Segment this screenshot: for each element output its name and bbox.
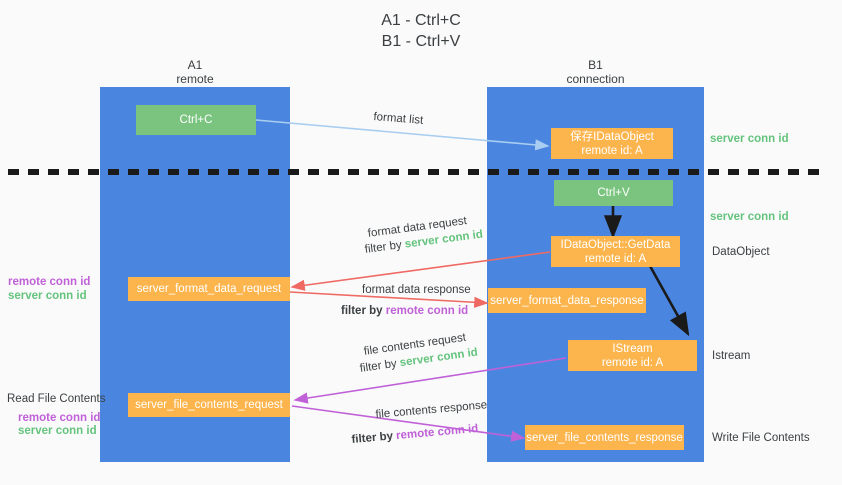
column-header-a1-sub: remote xyxy=(176,72,214,86)
right-label-istream: Istream xyxy=(712,350,751,362)
right-label-server-conn-id-top: server conn id xyxy=(710,133,789,145)
edge-label-file-contents-response-filter-id: remote conn id xyxy=(395,422,479,443)
left-label-remote-conn-id-lower: remote conn id xyxy=(18,412,101,424)
box-server-file-contents-request-label: server_file_contents_request xyxy=(135,399,283,411)
left-label-read-file-contents: Read File Contents xyxy=(7,393,106,405)
box-idataobject-getdata[interactable]: IDataObject::GetData remote id: A xyxy=(551,236,680,267)
edge-label-format-data-response-filter-id: remote conn id xyxy=(385,305,469,317)
left-label-server-conn-id-upper: server conn id xyxy=(8,290,87,302)
column-header-a1-name: A1 xyxy=(187,58,203,72)
box-ctrl-v-label: Ctrl+V xyxy=(597,187,630,199)
diagram-title: A1 - Ctrl+C B1 - Ctrl+V xyxy=(381,12,461,50)
left-label-remote-conn-id-upper: remote conn id xyxy=(8,276,91,288)
box-server-format-data-request-label: server_format_data_request xyxy=(136,283,282,295)
column-header-a1: A1 remote xyxy=(100,58,290,86)
box-idataobject-getdata-sub: remote id: A xyxy=(584,252,647,265)
edge-label-file-contents-response-filter: filter by remote conn id xyxy=(351,422,479,448)
box-server-file-contents-response[interactable]: server_file_contents_response xyxy=(525,425,684,450)
edge-label-file-contents-request-filter-prefix: filter by xyxy=(359,357,401,375)
box-server-file-contents-request[interactable]: server_file_contents_request xyxy=(128,393,290,417)
box-istream-sub: remote id: A xyxy=(601,356,664,369)
edge-label-format-data-response-filter-prefix: filter by xyxy=(341,305,386,317)
column-header-b1: B1 connection xyxy=(487,58,704,86)
box-idataobject-getdata-label: IDataObject::GetData xyxy=(560,238,671,251)
column-header-b1-sub: connection xyxy=(566,72,625,86)
box-ctrl-c[interactable]: Ctrl+C xyxy=(136,105,256,135)
edge-label-format-data-response-filter: filter by remote conn id xyxy=(341,304,468,319)
edge-label-format-data-request-filter-prefix: filter by xyxy=(364,238,406,256)
box-server-format-data-response[interactable]: server_format_data_response xyxy=(488,288,646,313)
box-server-format-data-response-label: server_format_data_response xyxy=(490,294,644,307)
edge-label-file-contents-response-filter-prefix: filter by xyxy=(351,430,397,446)
box-istream[interactable]: IStream remote id: A xyxy=(568,340,697,371)
box-istream-label: IStream xyxy=(612,342,653,355)
column-header-b1-name: B1 xyxy=(588,58,603,72)
box-ole-idataobject[interactable]: 保存IDataObject remote id: A xyxy=(551,128,673,159)
box-server-file-contents-response-label: server_file_contents_response xyxy=(526,431,683,444)
left-label-server-conn-id-lower: server conn id xyxy=(18,425,97,437)
box-ctrl-c-label: Ctrl+C xyxy=(179,114,213,126)
box-server-format-data-request[interactable]: server_format_data_request xyxy=(128,277,290,301)
right-label-dataobject: DataObject xyxy=(712,246,770,258)
edge-label-file-contents-response: file contents response xyxy=(375,399,488,421)
right-label-write-file-contents: Write File Contents xyxy=(712,432,810,444)
edge-label-format-list: format list xyxy=(372,110,424,127)
box-ole-idataobject-label: 保存IDataObject xyxy=(570,130,654,143)
box-ctrl-v[interactable]: Ctrl+V xyxy=(554,180,673,206)
edge-label-format-data-response: format data response xyxy=(362,284,471,296)
box-ole-idataobject-sub: remote id: A xyxy=(581,144,643,157)
right-label-server-conn-id-mid: server conn id xyxy=(710,211,789,223)
